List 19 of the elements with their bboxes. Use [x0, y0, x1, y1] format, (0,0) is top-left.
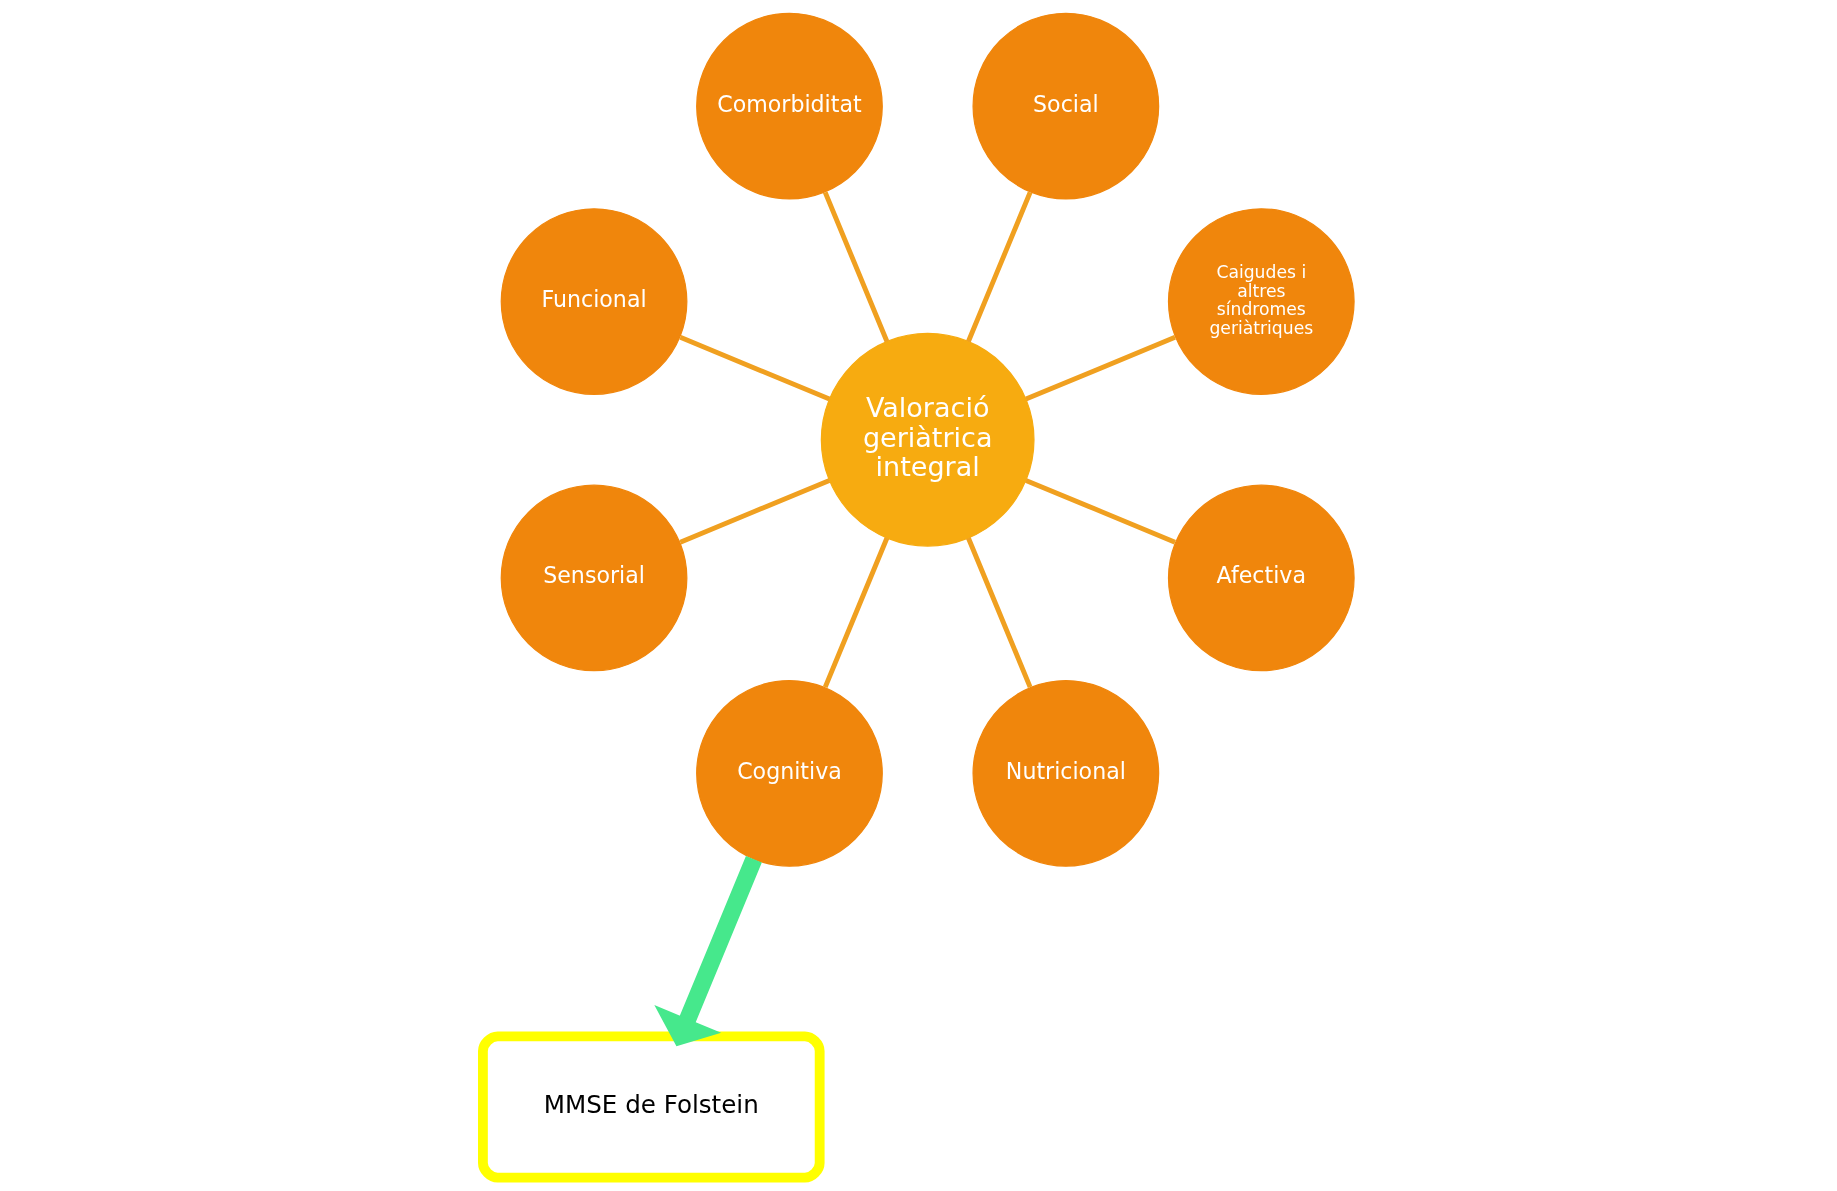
node-circle: Caigudes i altres síndromes geriàtriques: [1167, 208, 1355, 395]
connector: [966, 537, 1033, 689]
node-circle: Afectiva: [1167, 484, 1355, 672]
connector: [1025, 478, 1176, 545]
connector: [1025, 335, 1176, 402]
arrow: [654, 856, 762, 1047]
node-circle: Valoració geriàtrica integral: [820, 332, 1035, 547]
node-circle: Funcional: [500, 208, 688, 395]
connector: [679, 335, 831, 402]
connector: [679, 478, 831, 545]
node-circle: Sensorial: [500, 484, 688, 672]
connector: [966, 191, 1033, 343]
node-circle: Nutricional: [972, 679, 1160, 867]
node-circle: Comorbiditat: [696, 12, 883, 200]
connector: [822, 191, 890, 343]
node-box: MMSE de Folstein: [478, 1031, 825, 1183]
node-circle: Cognitiva: [696, 679, 883, 867]
node-circle: Social: [972, 12, 1160, 200]
connector: [822, 537, 890, 689]
